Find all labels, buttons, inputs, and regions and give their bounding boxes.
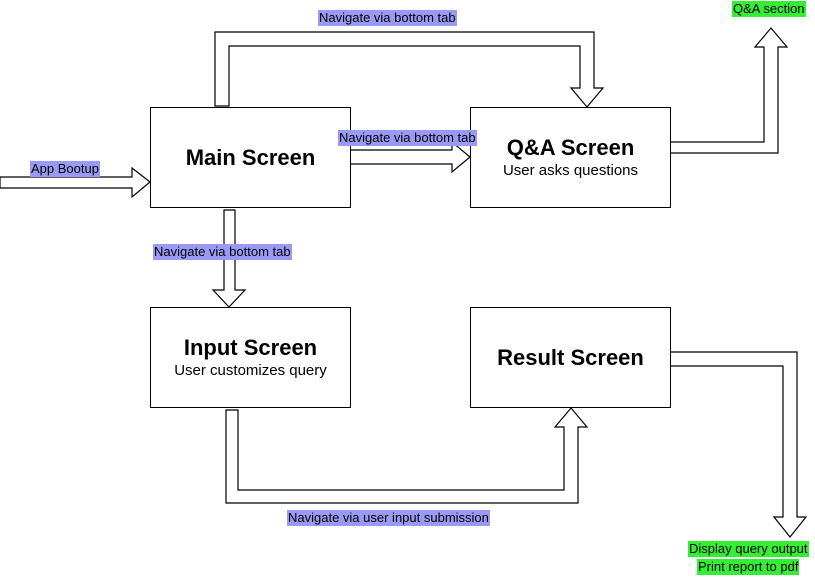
arrow-app-bootup	[0, 166, 151, 199]
label-top-nav: Navigate via bottom tab	[318, 10, 457, 26]
label-app-bootup: App Bootup	[30, 161, 100, 177]
input-screen-title: Input Screen	[183, 334, 318, 360]
qa-screen-subtitle: User asks questions	[502, 161, 639, 179]
label-down-nav: Navigate via bottom tab	[153, 244, 292, 260]
arrow-qa-to-section	[669, 27, 789, 154]
result-screen-title: Result Screen	[497, 344, 644, 370]
label-middle-nav: Navigate via bottom tab	[338, 130, 477, 146]
arrow-main-to-qa	[349, 140, 471, 174]
main-screen-box: Main Screen	[150, 107, 351, 208]
arrow-result-to-output	[669, 351, 808, 538]
arrow-input-to-result	[225, 407, 589, 504]
label-submit-nav: Navigate via user input submission	[287, 510, 490, 526]
input-screen-subtitle: User customizes query	[174, 361, 327, 379]
qa-screen-box: Q&A Screen User asks questions	[470, 107, 671, 208]
label-qa-section: Q&A section	[732, 1, 806, 17]
label-print-report: Print report to pdf	[697, 559, 800, 575]
main-screen-title: Main Screen	[185, 144, 316, 170]
arrow-main-to-qa-top	[214, 31, 605, 108]
qa-screen-title: Q&A Screen	[506, 134, 635, 160]
input-screen-box: Input Screen User customizes query	[150, 307, 351, 408]
result-screen-box: Result Screen	[470, 307, 671, 408]
label-display-output: Display query output	[688, 541, 809, 557]
